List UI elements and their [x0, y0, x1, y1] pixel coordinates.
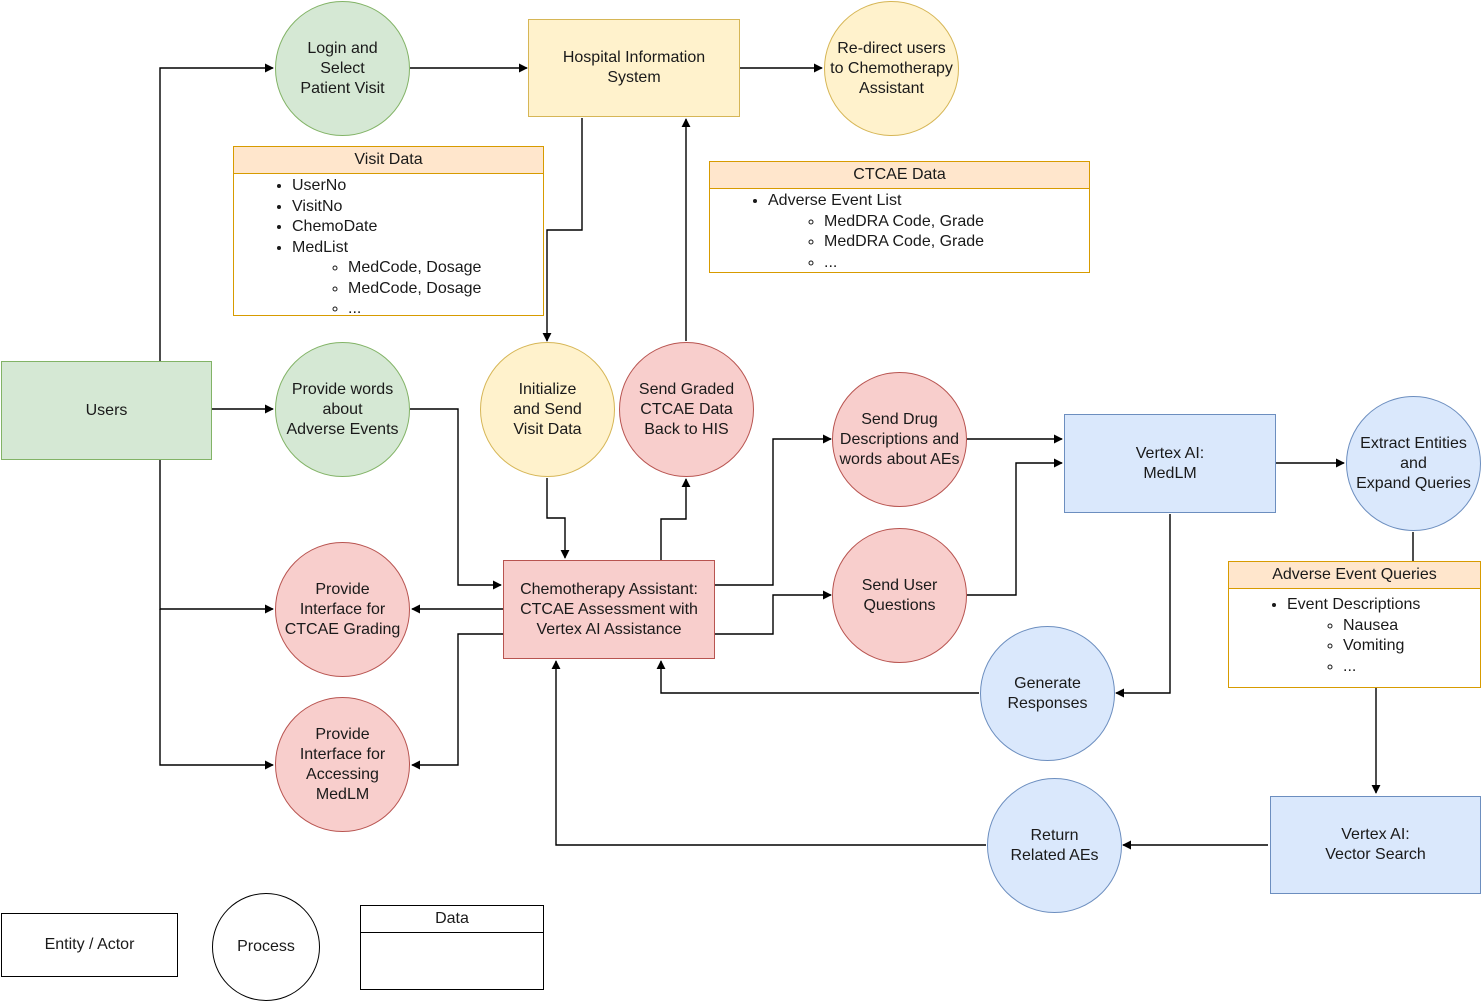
return-related-process: Return Related AEs — [987, 778, 1122, 913]
vertex-vector-entity: Vertex AI: Vector Search — [1270, 796, 1481, 894]
list-item: ChemoDate — [292, 217, 543, 238]
edge-questions-medlm — [967, 458, 1063, 596]
list-subitem: MedDRA Code, Grade — [824, 232, 1089, 253]
ae-queries-title: Adverse Event Queries — [1229, 562, 1480, 589]
edge-medlm-generate — [1115, 514, 1171, 698]
list-subitem: MedCode, Dosage — [348, 258, 543, 279]
send-user-questions-process: Send User Questions — [832, 528, 967, 663]
edge-return-chemo — [551, 660, 986, 846]
edge-initialize-chemo — [546, 478, 570, 559]
legend-process: Process — [212, 893, 320, 1001]
initialize-process: Initialize and Send Visit Data — [480, 342, 615, 477]
visit-data-store: Visit Data UserNo VisitNo ChemoDate MedL… — [233, 146, 544, 317]
extract-process: Extract Entities and Expand Queries — [1346, 396, 1481, 531]
edge-users-medlm — [159, 609, 274, 770]
list-item: UserNo — [292, 176, 543, 197]
provide-interface-grading-process: Provide Interface for CTCAE Grading — [275, 542, 410, 677]
edge-users-grading — [159, 460, 274, 614]
redirect-process: Re-direct users to Chemotherapy Assistan… — [824, 1, 959, 136]
edge-chemo-medlm — [411, 633, 503, 770]
list-subitem: ... — [1343, 657, 1480, 678]
edge-generate-chemo — [656, 660, 979, 694]
list-subitem: MedDRA Code, Grade — [824, 212, 1089, 233]
ctcae-data-store: CTCAE Data Adverse Event List MedDRA Cod… — [709, 161, 1090, 273]
list-item: VisitNo — [292, 197, 543, 218]
list-subitem: Vomiting — [1343, 636, 1480, 657]
login-process: Login and Select Patient Visit — [275, 1, 410, 136]
ctcae-data-title: CTCAE Data — [710, 162, 1089, 189]
edge-his-initialize — [542, 118, 583, 342]
his-entity: Hospital Information System — [528, 19, 740, 117]
visit-data-title: Visit Data — [234, 147, 543, 174]
users-entity: Users — [1, 361, 212, 460]
list-subitem: Nausea — [1343, 616, 1480, 637]
edge-chemo-sendquestions — [715, 590, 832, 635]
list-item: MedList — [292, 238, 349, 256]
ae-queries-store: Adverse Event Queries Event Descriptions… — [1228, 561, 1481, 688]
send-graded-process: Send Graded CTCAE Data Back to HIS — [619, 342, 754, 477]
list-subitem: ... — [348, 299, 543, 320]
edge-users-login — [159, 63, 274, 361]
list-item: Adverse Event List — [768, 192, 902, 209]
legend-data-title: Data — [361, 906, 543, 933]
edge-chemo-senddrug — [715, 434, 832, 586]
vertex-medlm-entity: Vertex AI: MedLM — [1064, 414, 1276, 513]
send-drug-process: Send Drug Descriptions and words about A… — [832, 372, 967, 507]
list-subitem: ... — [824, 253, 1089, 274]
legend-entity: Entity / Actor — [1, 913, 178, 977]
provide-words-process: Provide words about Adverse Events — [275, 342, 410, 477]
chemo-assistant-entity: Chemotherapy Assistant: CTCAE Assessment… — [503, 560, 715, 659]
provide-interface-medlm-process: Provide Interface for Accessing MedLM — [275, 697, 410, 832]
edge-chemo-graded — [660, 478, 691, 560]
generate-responses-process: Generate Responses — [980, 626, 1115, 761]
edge-providewords-chemo — [410, 408, 502, 590]
list-item: Event Descriptions — [1287, 596, 1421, 613]
legend-data: Data — [360, 905, 544, 990]
list-subitem: MedCode, Dosage — [348, 279, 543, 300]
